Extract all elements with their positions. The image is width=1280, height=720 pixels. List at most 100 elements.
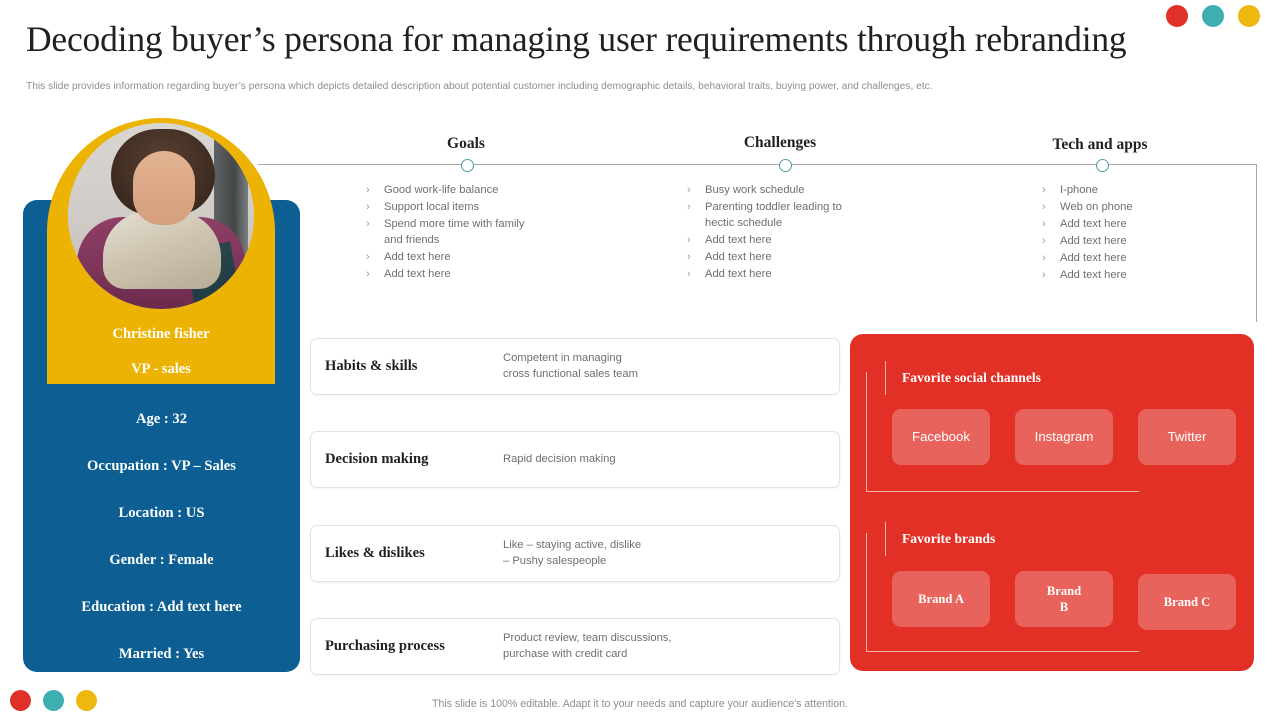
timeline-node-tech-and-apps xyxy=(1096,159,1109,172)
yellow-dot xyxy=(76,690,97,711)
brands-bracket-decoration xyxy=(866,533,1139,652)
social-chip-instagram[interactable]: Instagram xyxy=(1015,409,1113,465)
list-item: › Spend more time with family and friend… xyxy=(366,216,646,248)
chevron-right-icon: › xyxy=(366,218,370,231)
attribute-value: Competent in managing cross functional s… xyxy=(503,352,638,380)
chevron-right-icon: › xyxy=(1042,269,1046,282)
red-dot xyxy=(1166,5,1188,27)
list-item: › Add text here xyxy=(1042,250,1272,266)
brand-chip-c[interactable]: Brand C xyxy=(1138,574,1236,630)
timeline-node-challenges xyxy=(779,159,792,172)
page-title: Decoding buyer’s persona for managing us… xyxy=(26,19,1127,59)
chevron-right-icon: › xyxy=(1042,218,1046,231)
list-item-label: Add text here xyxy=(705,251,772,264)
list-item: › Add text here xyxy=(1042,216,1272,232)
attribute-card-purchasing-process: Purchasing process Product review, team … xyxy=(310,618,840,675)
attribute-label: Habits & skills xyxy=(325,358,418,374)
attribute-value: Like – staying active, dislike – Pushy s… xyxy=(503,539,642,567)
list-item: › Busy work schedule xyxy=(687,182,967,198)
attribute-card-decision-making: Decision making Rapid decision making xyxy=(310,431,840,488)
attribute-label: Purchasing process xyxy=(325,638,445,654)
list-item: › Add text here xyxy=(1042,233,1272,249)
social-bracket-tick xyxy=(885,361,886,395)
persona-name: Christine fisher xyxy=(112,326,210,342)
teal-dot xyxy=(1202,5,1224,27)
column-heading-tech-and-apps: Tech and apps xyxy=(1052,136,1148,153)
list-item-label: Add text here xyxy=(705,268,772,281)
persona-fact-age: Age : 32 xyxy=(135,411,188,427)
list-item: › Good work-life balance xyxy=(366,182,646,198)
bullet-list-challenges: › Busy work schedule › Parenting toddler… xyxy=(687,182,967,284)
attribute-label: Decision making xyxy=(325,451,429,467)
list-item-label: Parenting toddler leading to hectic sche… xyxy=(705,201,842,230)
bullet-list-goals: › Good work-life balance › Support local… xyxy=(366,182,646,284)
social-chip-twitter[interactable]: Twitter xyxy=(1138,409,1236,465)
list-item: › Add text here xyxy=(366,266,646,282)
chevron-right-icon: › xyxy=(687,251,691,264)
timeline-node-goals xyxy=(461,159,474,172)
persona-fact-married: Married : Yes xyxy=(118,646,205,662)
chevron-right-icon: › xyxy=(687,234,691,247)
column-heading-goals: Goals xyxy=(447,135,485,152)
list-item-label: Web on phone xyxy=(1060,201,1133,214)
brand-chip-a[interactable]: Brand A xyxy=(892,571,990,627)
list-item-label: Add text here xyxy=(1060,269,1127,282)
brand-chip-b[interactable]: Brand B xyxy=(1015,571,1113,627)
chevron-right-icon: › xyxy=(1042,235,1046,248)
list-item: › Web on phone xyxy=(1042,199,1272,215)
red-dot xyxy=(10,690,31,711)
timeline-line xyxy=(258,164,1257,165)
list-item: › Parenting toddler leading to hectic sc… xyxy=(687,199,967,231)
list-item-label: Busy work schedule xyxy=(705,184,805,196)
list-item: › Add text here xyxy=(687,232,967,248)
attribute-value: Rapid decision making xyxy=(503,452,616,465)
list-item-label: Good work-life balance xyxy=(384,184,499,196)
brand-dots-bottom xyxy=(10,690,97,711)
persona-fact-education: Education : Add text here xyxy=(81,599,242,615)
chevron-right-icon: › xyxy=(1042,201,1046,214)
list-item-label: Add text here xyxy=(1060,235,1127,248)
persona-fact-list: Age : 32 Occupation : VP – Sales Locatio… xyxy=(23,396,300,678)
favorite-brands-heading: Favorite brands xyxy=(902,531,996,546)
attribute-card-likes-and-dislikes: Likes & dislikes Like – staying active, … xyxy=(310,525,840,582)
list-item-label: Support local items xyxy=(384,201,480,214)
list-item: › Support local items xyxy=(366,199,646,215)
list-item-label: Spend more time with family and friends xyxy=(384,218,525,247)
attribute-card-habits-and-skills: Habits & skills Competent in managing cr… xyxy=(310,338,840,395)
attribute-value: Product review, team discussions, purcha… xyxy=(503,632,672,660)
favorites-panel: Favorite social channels Facebook Instag… xyxy=(850,334,1254,671)
chevron-right-icon: › xyxy=(366,268,370,281)
footer-note: This slide is 100% editable. Adapt it to… xyxy=(431,698,849,710)
chevron-right-icon: › xyxy=(1042,252,1046,265)
chevron-right-icon: › xyxy=(366,251,370,264)
list-item-label: Add text here xyxy=(384,251,451,264)
bullet-list-tech-and-apps: › I-phone › Web on phone › Add text here… xyxy=(1042,182,1272,285)
avatar-face xyxy=(133,151,195,225)
list-item-label: Add text here xyxy=(705,234,772,247)
teal-dot xyxy=(43,690,64,711)
list-item: › Add text here xyxy=(1042,267,1272,283)
list-item-label: Add text here xyxy=(1060,252,1127,265)
brands-bracket-tick xyxy=(885,522,886,556)
chevron-right-icon: › xyxy=(687,201,691,214)
chevron-right-icon: › xyxy=(1042,184,1046,196)
column-heading-challenges: Challenges xyxy=(743,134,817,151)
persona-fact-location: Location : US xyxy=(118,505,205,521)
brand-dots-top xyxy=(1166,5,1260,27)
list-item-label: I-phone xyxy=(1060,184,1098,196)
list-item: › I-phone xyxy=(1042,182,1272,198)
chevron-right-icon: › xyxy=(687,268,691,281)
chevron-right-icon: › xyxy=(366,201,370,214)
avatar xyxy=(68,123,254,309)
persona-fact-occupation: Occupation : VP – Sales xyxy=(87,458,236,474)
social-chip-facebook[interactable]: Facebook xyxy=(892,409,990,465)
list-item-label: Add text here xyxy=(1060,218,1127,231)
page-subtitle: This slide provides information regardin… xyxy=(26,81,933,92)
persona-fact-gender: Gender : Female xyxy=(109,552,214,568)
list-item: › Add text here xyxy=(366,249,646,265)
yellow-dot xyxy=(1238,5,1260,27)
favorite-social-channels-heading: Favorite social channels xyxy=(902,370,1041,385)
list-item-label: Add text here xyxy=(384,268,451,281)
list-item: › Add text here xyxy=(687,266,967,282)
chevron-right-icon: › xyxy=(687,184,691,196)
